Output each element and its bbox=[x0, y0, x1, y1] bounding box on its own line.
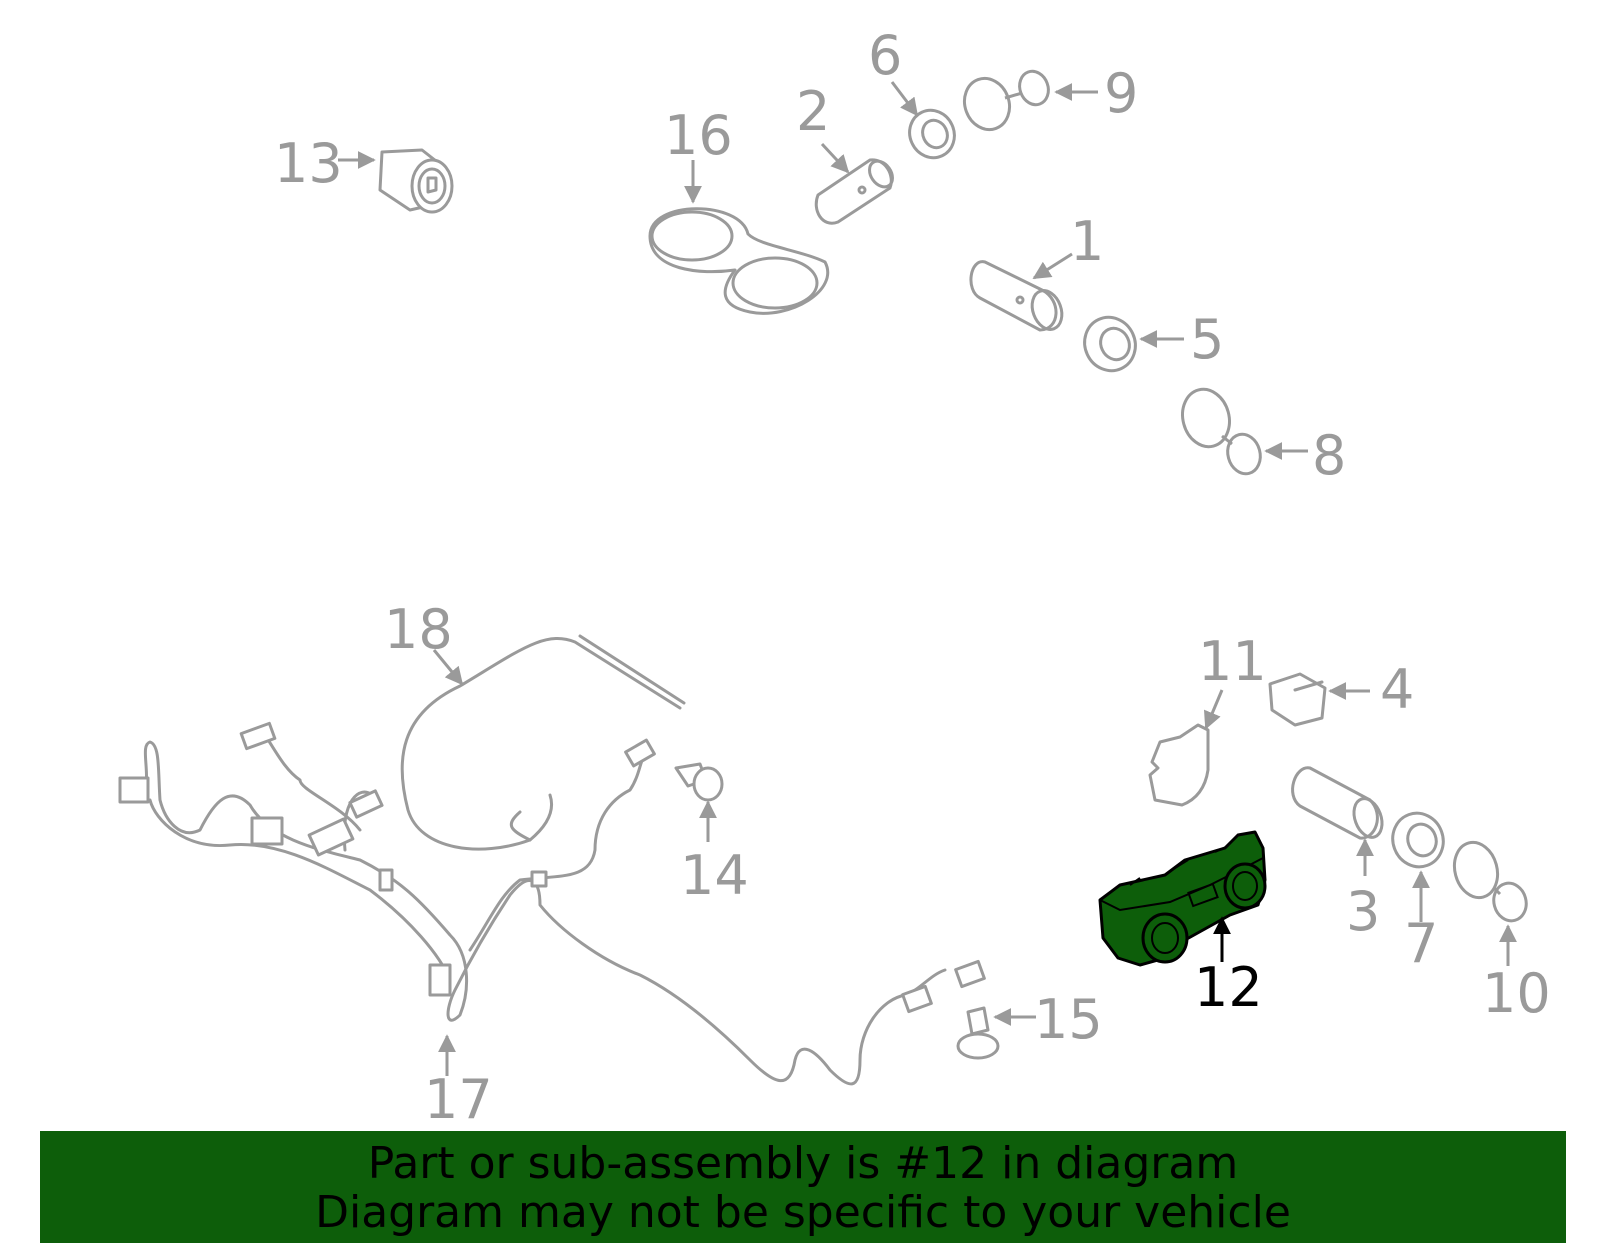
callout-7: 7 bbox=[1404, 912, 1438, 975]
callout-14: 14 bbox=[680, 844, 749, 907]
part-4-switch[interactable] bbox=[1268, 672, 1370, 727]
part-17-wiring-harness[interactable] bbox=[118, 721, 986, 1086]
part-12-control-unit[interactable] bbox=[1098, 830, 1267, 967]
banner-line-disclaimer: Diagram may not be specific to your vehi… bbox=[315, 1187, 1291, 1238]
part-14-clip[interactable] bbox=[674, 762, 724, 842]
part-11-bracket[interactable] bbox=[1148, 689, 1224, 807]
part-8-plug[interactable] bbox=[1176, 384, 1308, 477]
part-1-light-housing[interactable] bbox=[969, 252, 1073, 334]
info-banner: Part or sub-assembly is #12 in diagram D… bbox=[40, 1131, 1566, 1243]
callout-9: 9 bbox=[1104, 62, 1138, 125]
callout-12: 12 bbox=[1194, 956, 1263, 1019]
banner-line-part-number: Part or sub-assembly is #12 in diagram bbox=[367, 1138, 1239, 1189]
callout-16: 16 bbox=[664, 104, 733, 167]
part-2-light-housing[interactable] bbox=[814, 142, 897, 225]
callout-8: 8 bbox=[1312, 424, 1346, 487]
part-9-plug[interactable] bbox=[957, 67, 1098, 136]
callout-5: 5 bbox=[1190, 308, 1224, 371]
callout-13: 13 bbox=[274, 132, 343, 195]
callout-6: 6 bbox=[868, 24, 902, 87]
callout-17: 17 bbox=[424, 1068, 493, 1131]
part-3-light-housing[interactable] bbox=[1291, 766, 1387, 876]
part-16-cupholder-mat[interactable] bbox=[648, 160, 829, 315]
part-15-clip[interactable] bbox=[956, 1006, 1036, 1060]
callout-3: 3 bbox=[1346, 880, 1380, 943]
callout-15: 15 bbox=[1034, 988, 1103, 1051]
part-7-grommet[interactable] bbox=[1385, 806, 1450, 922]
callout-18: 18 bbox=[384, 598, 453, 661]
callout-4: 4 bbox=[1380, 658, 1414, 721]
part-13-switch[interactable] bbox=[338, 148, 454, 214]
callout-1: 1 bbox=[1070, 210, 1104, 273]
callout-11: 11 bbox=[1198, 630, 1267, 693]
part-5-grommet[interactable] bbox=[1076, 309, 1184, 379]
callout-2: 2 bbox=[796, 80, 830, 143]
part-6-grommet[interactable] bbox=[890, 81, 962, 165]
callout-10: 10 bbox=[1482, 962, 1551, 1025]
part-10-plug[interactable] bbox=[1448, 838, 1530, 966]
part-18-hose[interactable] bbox=[400, 634, 686, 851]
